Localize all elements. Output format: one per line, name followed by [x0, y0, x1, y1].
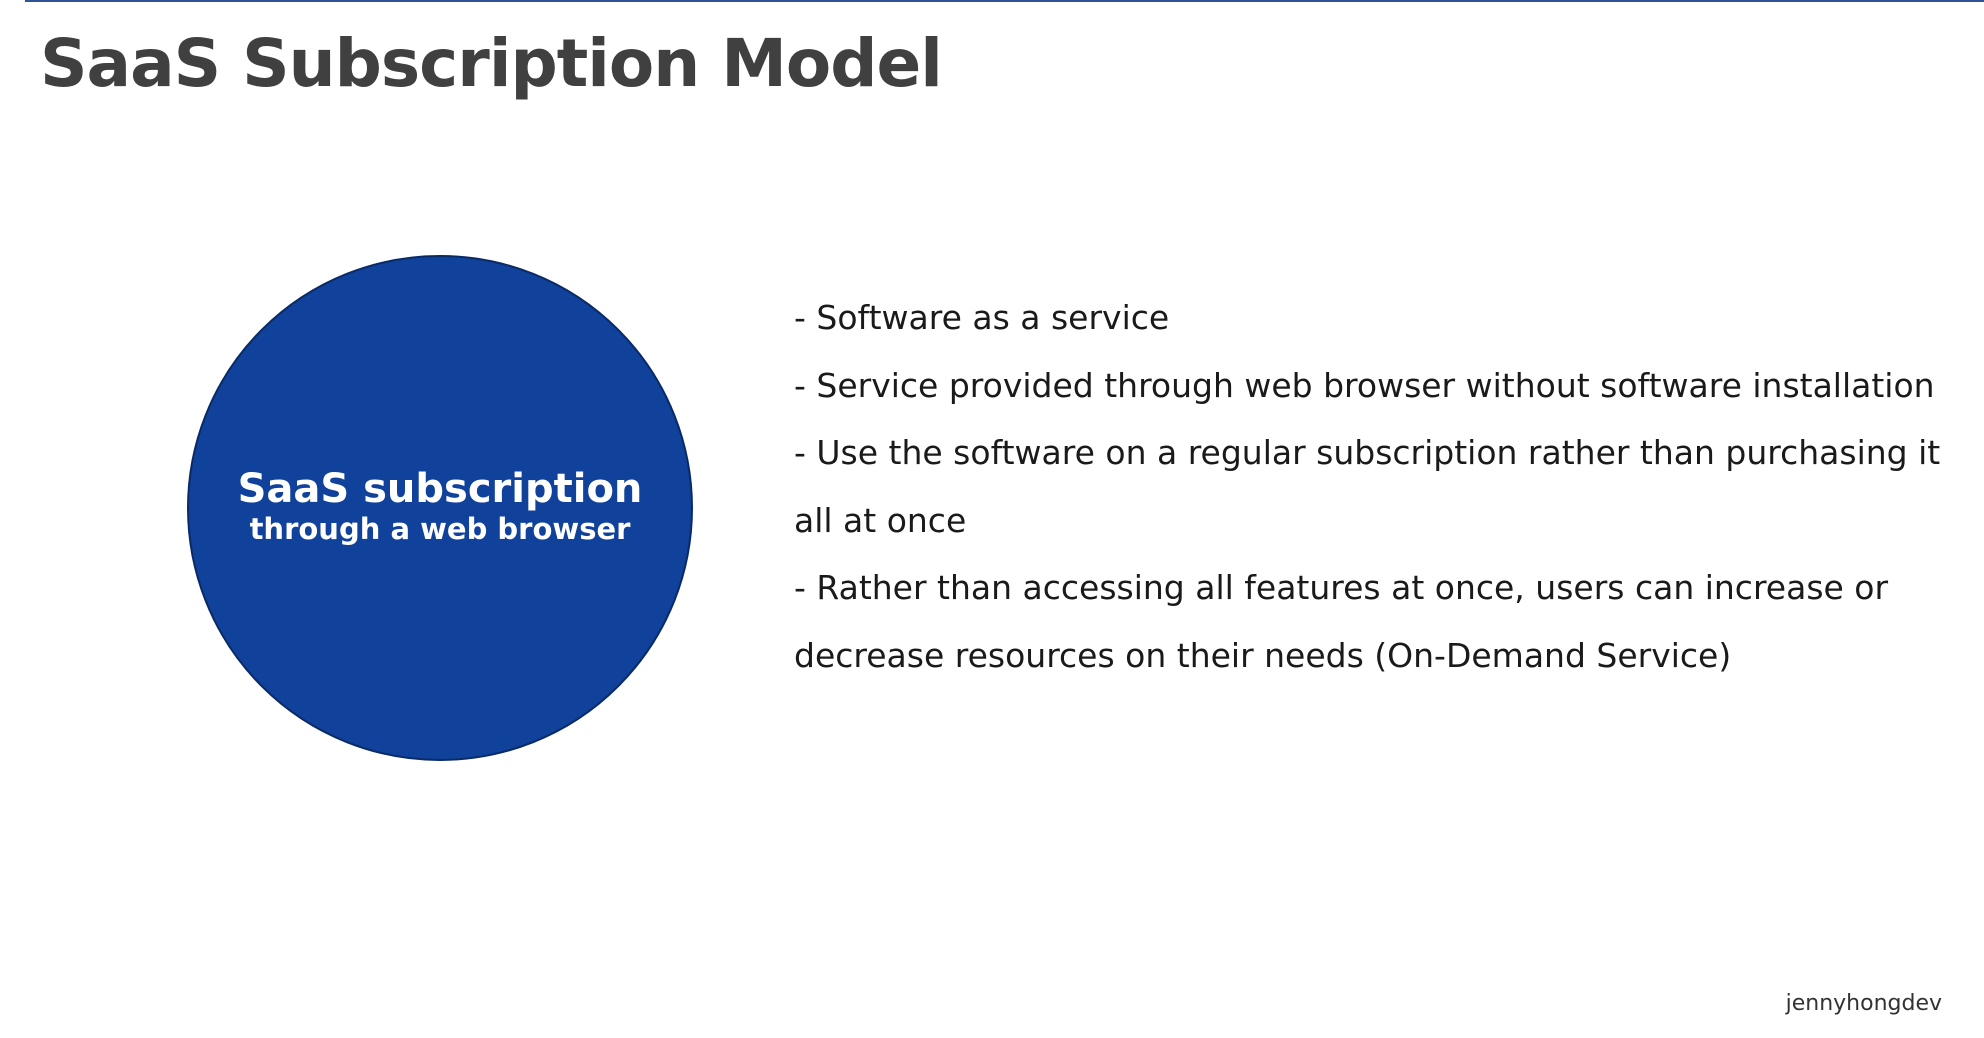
bullet-item: - Software as a service	[794, 298, 1170, 337]
circle-title: SaaS subscription	[237, 466, 643, 513]
saas-circle: SaaS subscription through a web browser	[187, 255, 693, 761]
footer-credit: jennyhongdev	[1785, 991, 1942, 1016]
circle-subtitle: through a web browser	[249, 512, 631, 547]
bullet-list: - Software as a service - Service provid…	[794, 284, 1944, 689]
bullet-item: - Use the software on a regular subscrip…	[794, 433, 1941, 540]
bullet-item: - Service provided through web browser w…	[794, 365, 1935, 405]
top-accent-rule	[25, 0, 1984, 2]
bullet-item: - Rather than accessing all features at …	[794, 568, 1889, 675]
slide-title: SaaS Subscription Model	[40, 25, 943, 102]
